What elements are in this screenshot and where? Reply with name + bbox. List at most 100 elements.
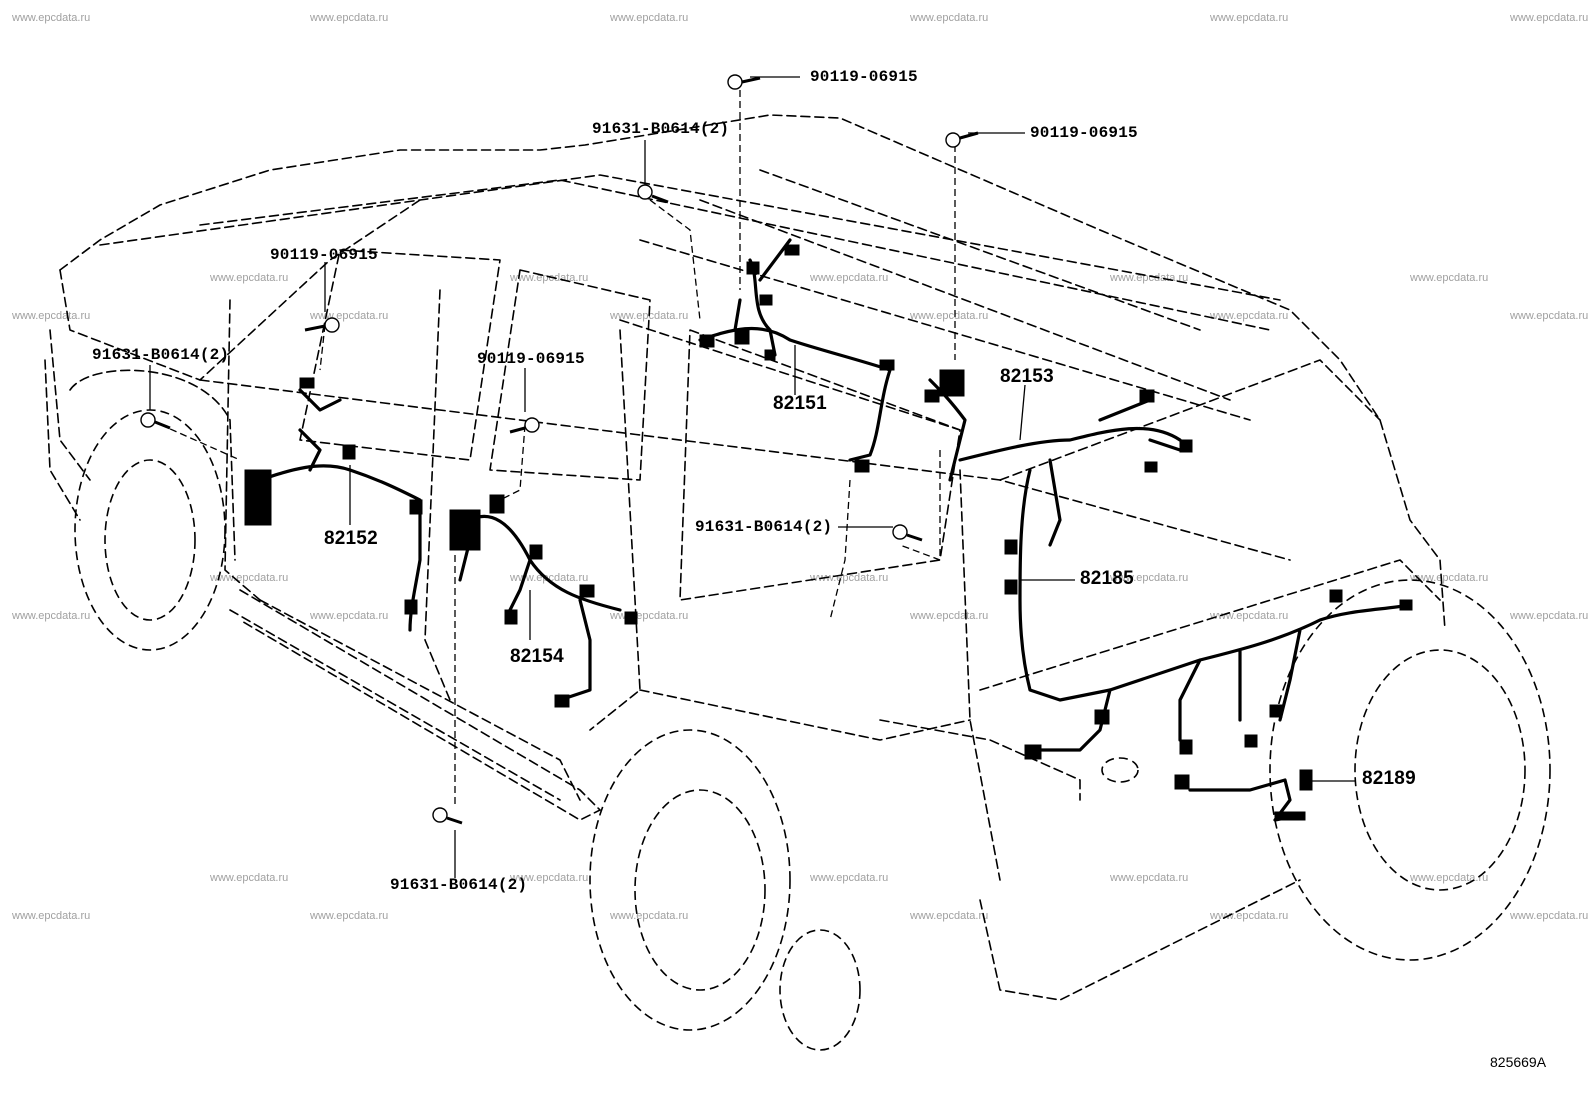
watermark-text: www.epcdata.ru <box>12 910 91 922</box>
watermark-text: www.epcdata.ru <box>510 572 589 584</box>
watermark-text: www.epcdata.ru <box>1210 310 1289 322</box>
rear-wheel-inner <box>634 789 766 991</box>
watermark-text: www.epcdata.ru <box>12 310 91 322</box>
harness-pillar <box>928 378 967 482</box>
rear-pillar <box>959 469 1001 881</box>
harness-back-door <box>958 398 1412 752</box>
back-door-bottom <box>979 559 1441 691</box>
watermark-text: www.epcdata.ru <box>1410 872 1489 884</box>
bolt-icon-middle <box>509 417 540 434</box>
watermark-text: www.epcdata.ru <box>210 572 289 584</box>
rear-light <box>879 719 1081 801</box>
side-window-2 <box>489 269 651 481</box>
label-harness-pillar: 82153 <box>1000 366 1054 387</box>
door-line-1 <box>224 299 261 601</box>
diagram-code: 825669A <box>1490 1054 1547 1070</box>
watermark-text: www.epcdata.ru <box>610 12 689 24</box>
watermark-text: www.epcdata.ru <box>12 12 91 24</box>
leader-bolt-left <box>319 324 326 371</box>
watermark-text: www.epcdata.ru <box>910 310 989 322</box>
hood-line <box>49 329 91 481</box>
watermark-text: www.epcdata.ru <box>1510 12 1589 24</box>
watermark-text: www.epcdata.ru <box>310 910 389 922</box>
label-harness-roof: 82151 <box>773 393 827 414</box>
clip-icon-top <box>637 184 669 204</box>
watermark-text: www.epcdata.ru <box>910 610 989 622</box>
watermark-text: www.epcdata.ru <box>1510 910 1589 922</box>
watermark-text: www.epcdata.ru <box>1510 310 1589 322</box>
door-line-2 <box>424 289 451 701</box>
rear-quarter <box>639 689 971 741</box>
watermark-text: www.epcdata.ru <box>1410 272 1489 284</box>
leader-roof-harness <box>829 479 851 621</box>
door-line-3 <box>589 329 641 731</box>
front-bumper <box>44 359 81 521</box>
body-outline <box>59 114 1446 631</box>
harness-front-door <box>258 388 422 632</box>
bolt-icon-top-right <box>945 131 979 148</box>
callout-clip-bottom: 91631-B0614(2) <box>390 876 528 894</box>
mud-flap-shape <box>779 929 861 1051</box>
watermark-text: www.epcdata.ru <box>310 12 389 24</box>
clip-icon-roof-right <box>892 524 923 542</box>
watermark-text: www.epcdata.ru <box>12 610 91 622</box>
watermark-text: www.epcdata.ru <box>1410 572 1489 584</box>
roof-rails-4 <box>759 169 1201 331</box>
watermark-text: www.epcdata.ru <box>1110 572 1189 584</box>
label-harness-back-door: 82185 <box>1080 568 1134 589</box>
roof-rails-3 <box>699 199 1231 401</box>
watermark-text: www.epcdata.ru <box>510 872 589 884</box>
bolt-icon-left <box>304 317 340 333</box>
watermark-text: www.epcdata.ru <box>1110 872 1189 884</box>
label-harness-tailgate: 82189 <box>1362 768 1416 789</box>
spare-tire-outer <box>1269 579 1551 961</box>
callout-bolt-middle: 90119-06915 <box>477 350 585 368</box>
callout-bolt-top-center: 90119-06915 <box>810 68 918 86</box>
watermark-text: www.epcdata.ru <box>1510 610 1589 622</box>
watermark-text: www.epcdata.ru <box>810 272 889 284</box>
side-window-1 <box>299 249 501 461</box>
bolt-icon-top-center <box>727 74 761 90</box>
roof-inner <box>199 179 1271 331</box>
harness-rear-door <box>458 514 622 702</box>
leader-bolt-middle <box>499 424 526 501</box>
callout-clip-roof-right: 91631-B0614(2) <box>695 518 833 536</box>
callout-bolt-top-right: 90119-06915 <box>1030 124 1138 142</box>
front-wheel-outer <box>74 409 226 651</box>
roof-rails-1 <box>619 319 961 431</box>
rocker <box>229 609 561 801</box>
spare-tire-inner <box>1354 649 1526 891</box>
watermark-text: www.epcdata.ru <box>1210 12 1289 24</box>
rear-bumper <box>979 879 1301 1001</box>
front-wheel-inner <box>104 459 196 621</box>
leader-roof-right <box>899 450 941 561</box>
watermark-text: www.epcdata.ru <box>1110 272 1189 284</box>
clip-icon-bottom <box>432 807 463 825</box>
roof-rails-2 <box>639 239 1251 421</box>
running-board <box>239 589 601 821</box>
watermark-text: www.epcdata.ru <box>310 610 389 622</box>
rear-emblem <box>1101 757 1139 783</box>
rear-window-top <box>999 359 1381 481</box>
callout-bolt-left-upper: 90119-06915 <box>270 246 378 264</box>
label-harness-rear-door: 82154 <box>510 646 564 667</box>
label-harness-front-door: 82152 <box>324 528 378 549</box>
rear-wheel-outer <box>589 729 791 1031</box>
callout-clip-top-center: 91631-B0614(2) <box>592 120 730 138</box>
front-wheel-arch <box>69 369 236 561</box>
watermark-text: www.epcdata.ru <box>1210 910 1289 922</box>
callout-clip-left: 91631-B0614(2) <box>92 346 230 364</box>
watermark-text: www.epcdata.ru <box>810 872 889 884</box>
roof-line <box>99 174 1281 301</box>
watermark-text: www.epcdata.ru <box>610 910 689 922</box>
watermark-text: www.epcdata.ru <box>910 12 989 24</box>
watermark-text: www.epcdata.ru <box>210 272 289 284</box>
side-window-3 <box>679 329 961 601</box>
watermark-text: www.epcdata.ru <box>910 910 989 922</box>
watermark-text: www.epcdata.ru <box>810 572 889 584</box>
watermark-text: www.epcdata.ru <box>210 872 289 884</box>
leader-clip-top <box>649 199 701 321</box>
clip-icon-left <box>140 412 171 430</box>
